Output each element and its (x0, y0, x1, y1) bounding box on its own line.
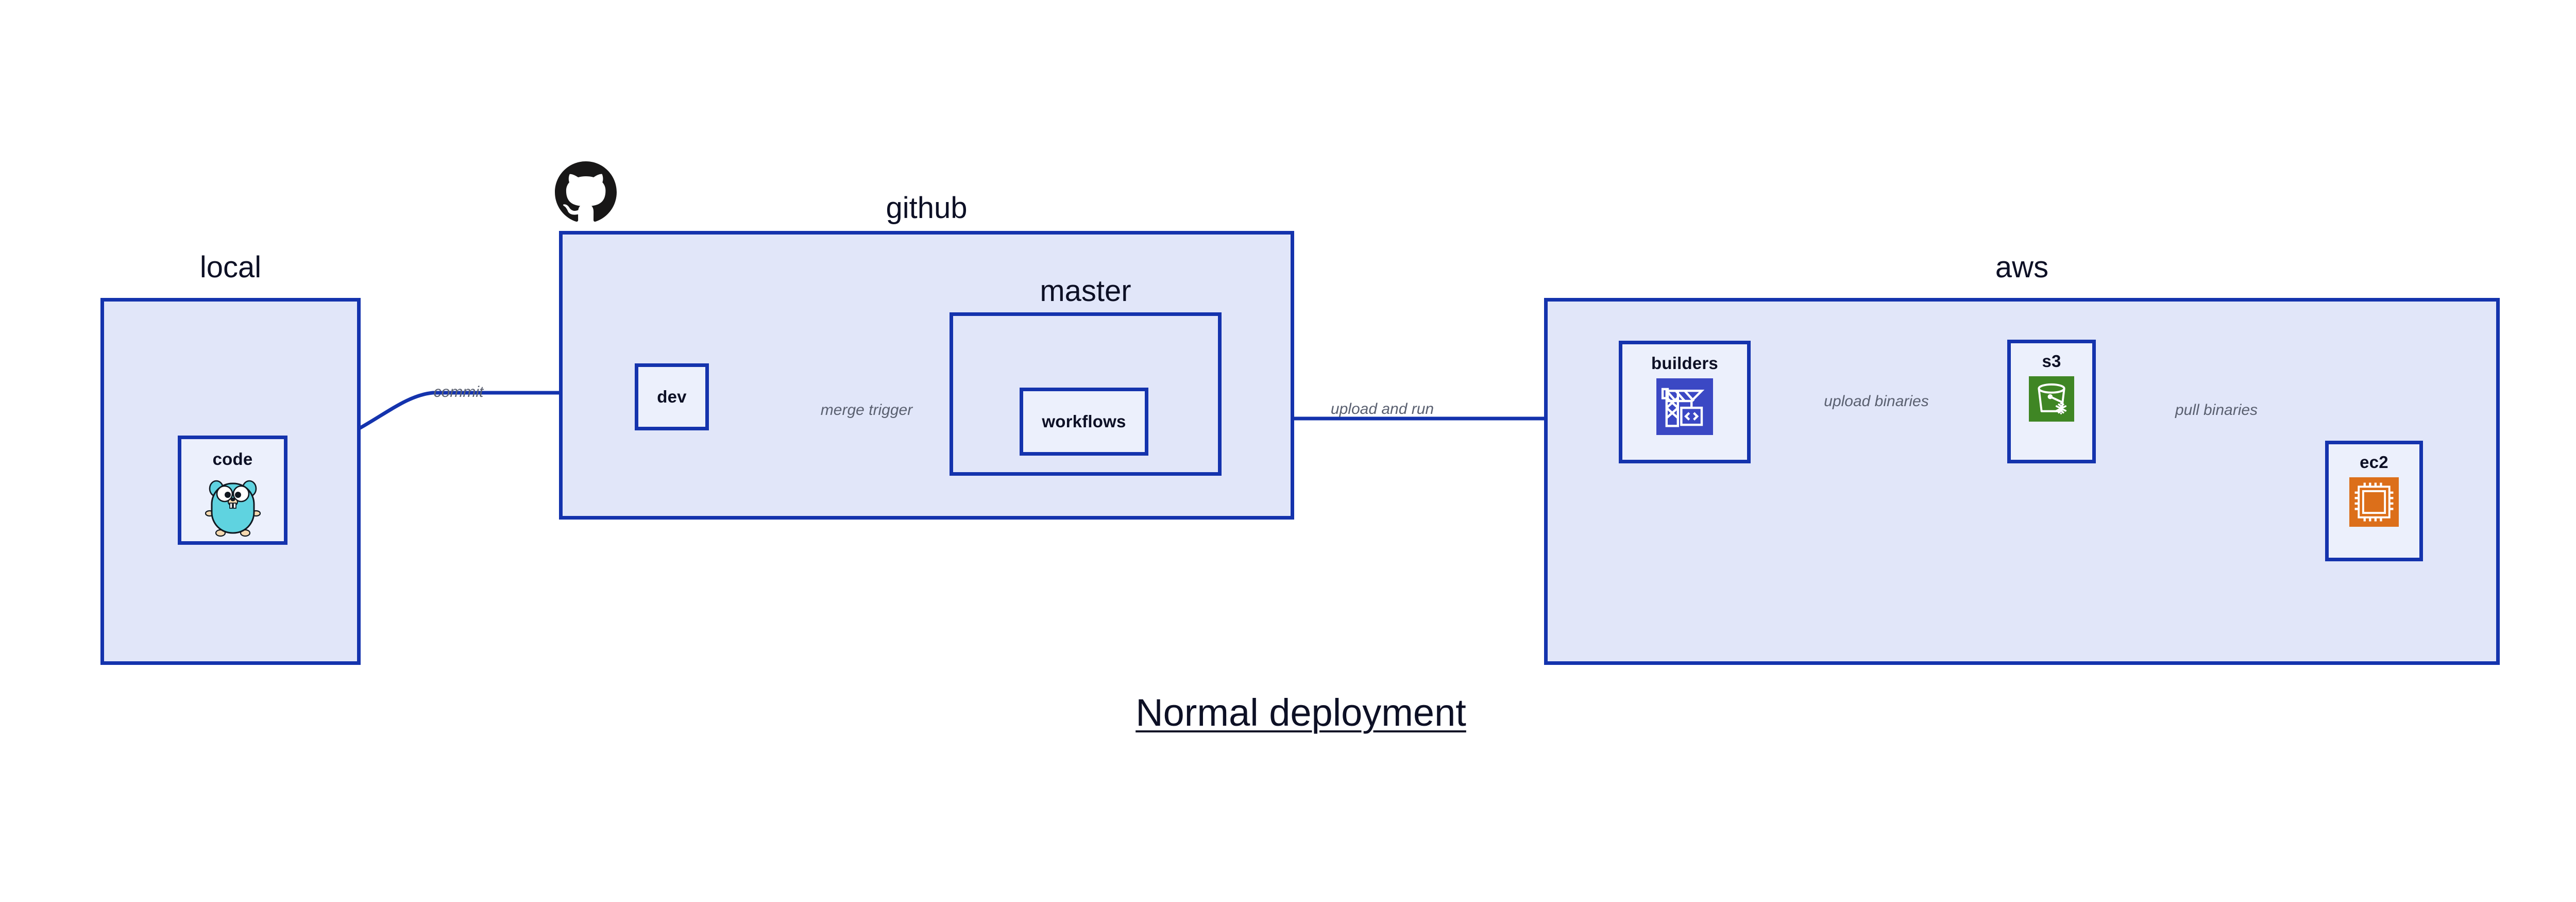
node-dev[interactable]: dev (635, 363, 709, 430)
go-gopher-icon (205, 475, 261, 540)
node-code-label: code (212, 449, 253, 469)
group-label-aws: aws (1995, 250, 2049, 284)
aws-s3-bucket-icon (2029, 376, 2074, 424)
node-workflows[interactable]: workflows (1020, 388, 1148, 456)
group-label-github: github (886, 191, 968, 225)
edge-label-upload-binaries: upload binaries (1824, 393, 1929, 410)
node-code[interactable]: code (178, 436, 287, 545)
edge-label-merge-trigger: merge trigger (820, 402, 913, 419)
node-ec2[interactable]: ec2 (2325, 441, 2423, 561)
group-label-master: master (1040, 274, 1131, 308)
node-builders-label: builders (1651, 354, 1718, 373)
aws-builders-crane-icon (1656, 378, 1713, 438)
node-s3[interactable]: s3 (2007, 340, 2096, 463)
group-label-local: local (199, 250, 262, 284)
edge-label-pull-binaries: pull binaries (2175, 402, 2258, 419)
edge-label-commit: commit (433, 383, 484, 400)
node-ec2-label: ec2 (2360, 453, 2388, 472)
node-builders[interactable]: builders (1619, 341, 1751, 463)
aws-ec2-chip-icon (2349, 477, 2399, 529)
node-workflows-label: workflows (1042, 412, 1126, 431)
page-title: Normal deployment (1136, 691, 1466, 734)
node-s3-label: s3 (2042, 352, 2061, 371)
edge-label-upload-and-run: upload and run (1330, 400, 1434, 417)
node-dev-label: dev (657, 387, 687, 406)
github-octocat-logo (555, 161, 617, 226)
